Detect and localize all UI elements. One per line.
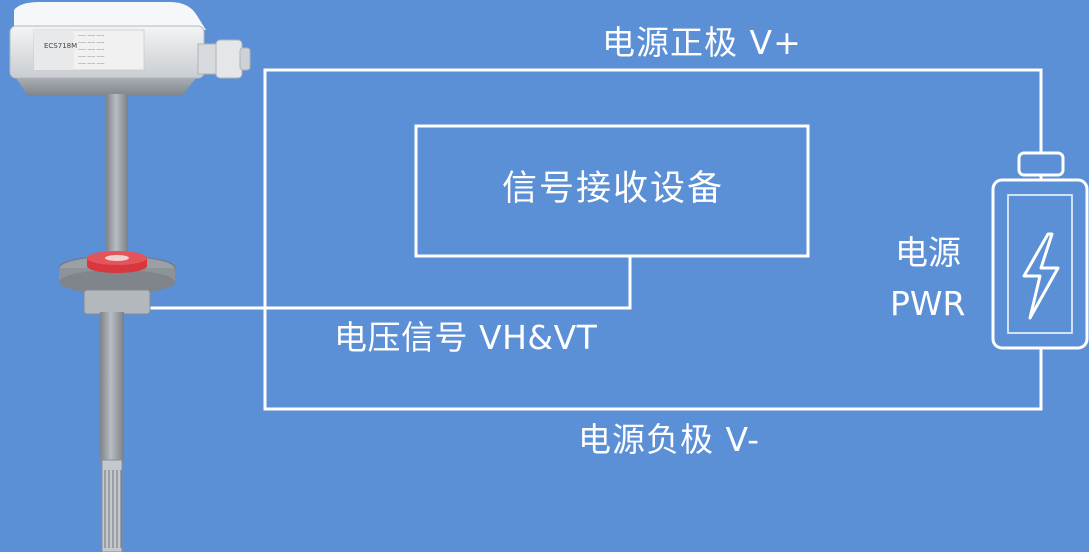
signal-wire — [140, 256, 632, 310]
power-title: 电源 — [895, 233, 961, 272]
power-subtitle: PWR — [890, 284, 966, 323]
device-model-label: ECS718M — [44, 42, 78, 50]
positive-terminal-label: 电源正极 V+ — [602, 23, 802, 62]
sensor-icon — [9, 2, 251, 552]
negative-terminal-label: 电源负极 V- — [578, 420, 761, 459]
signal-label: 电压信号 VH&VT — [334, 318, 598, 357]
receiver-box — [414, 124, 810, 258]
lightning-icon — [1022, 232, 1060, 320]
receiver-label: 信号接收设备 — [501, 169, 724, 209]
battery-icon — [991, 151, 1089, 350]
